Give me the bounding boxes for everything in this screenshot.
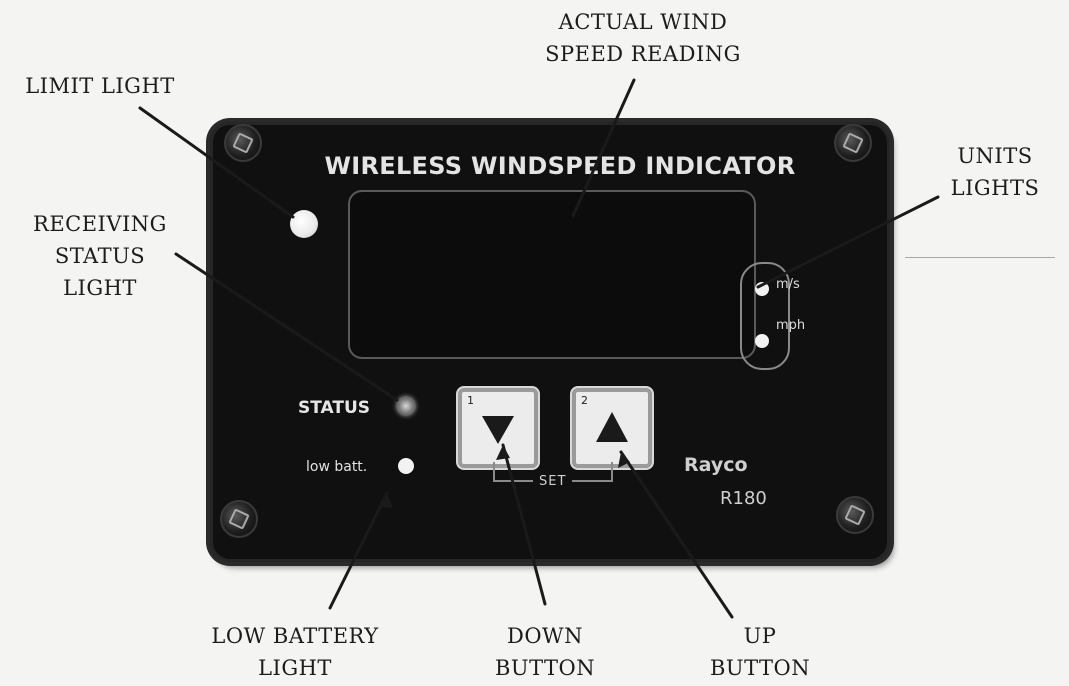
model-number: R180: [720, 488, 767, 509]
leader-up-button: [619, 450, 734, 619]
limit-light: [290, 210, 318, 238]
leader-low-battery: [328, 491, 389, 610]
leader-arrowhead: [496, 445, 510, 460]
screw-icon: [224, 124, 262, 162]
screw-icon: [836, 496, 874, 534]
receiving-status-light: [396, 396, 416, 416]
brand-name: Rayco: [684, 454, 748, 476]
callout-limit-light: LIMIT LIGHT: [25, 74, 175, 98]
down-arrow-icon: [482, 416, 514, 444]
unit-mph-light: [755, 334, 769, 348]
down-button-number: 1: [467, 394, 474, 407]
leader-down-button: [501, 443, 547, 606]
background-rule: [905, 257, 1055, 258]
units-lights-group: [740, 262, 790, 370]
screw-icon: [220, 500, 258, 538]
leader-arrowhead: [379, 493, 393, 508]
leader-wind-speed: [571, 78, 636, 218]
up-arrow-icon: [596, 412, 628, 442]
callout-low-battery-light: LOW BATTERY LIGHT: [211, 624, 379, 680]
leader-arrowhead: [618, 452, 630, 468]
screw-icon: [834, 124, 872, 162]
leader-limit-light: [138, 106, 295, 219]
panel-title: WIRELESS WINDSPEED INDICATOR: [324, 152, 796, 180]
callout-units-lights: UNITS LIGHTS: [950, 144, 1040, 200]
callout-up-button: UP BUTTON: [709, 624, 811, 680]
callout-actual-wind-speed-reading: ACTUAL WIND SPEED READING: [545, 10, 741, 66]
down-button[interactable]: 1: [458, 388, 538, 468]
up-button-number: 2: [581, 394, 588, 407]
leader-status-light: [174, 252, 399, 402]
unit-mph-label: mph: [776, 318, 806, 333]
wind-speed-display: [348, 190, 756, 359]
status-label: STATUS: [298, 398, 371, 418]
unit-ms-label: m/s: [776, 277, 800, 292]
windspeed-indicator-panel: WIRELESS WINDSPEED INDICATOR m/s mph STA…: [210, 122, 890, 562]
callout-down-button: DOWN BUTTON: [494, 624, 596, 680]
leader-units-lights: [756, 195, 940, 289]
low-battery-light: [398, 458, 414, 474]
set-label: SET: [533, 474, 573, 489]
low-battery-label: low batt.: [306, 459, 368, 475]
callout-receiving-status-light: RECEIVING STATUS LIGHT: [33, 212, 167, 300]
